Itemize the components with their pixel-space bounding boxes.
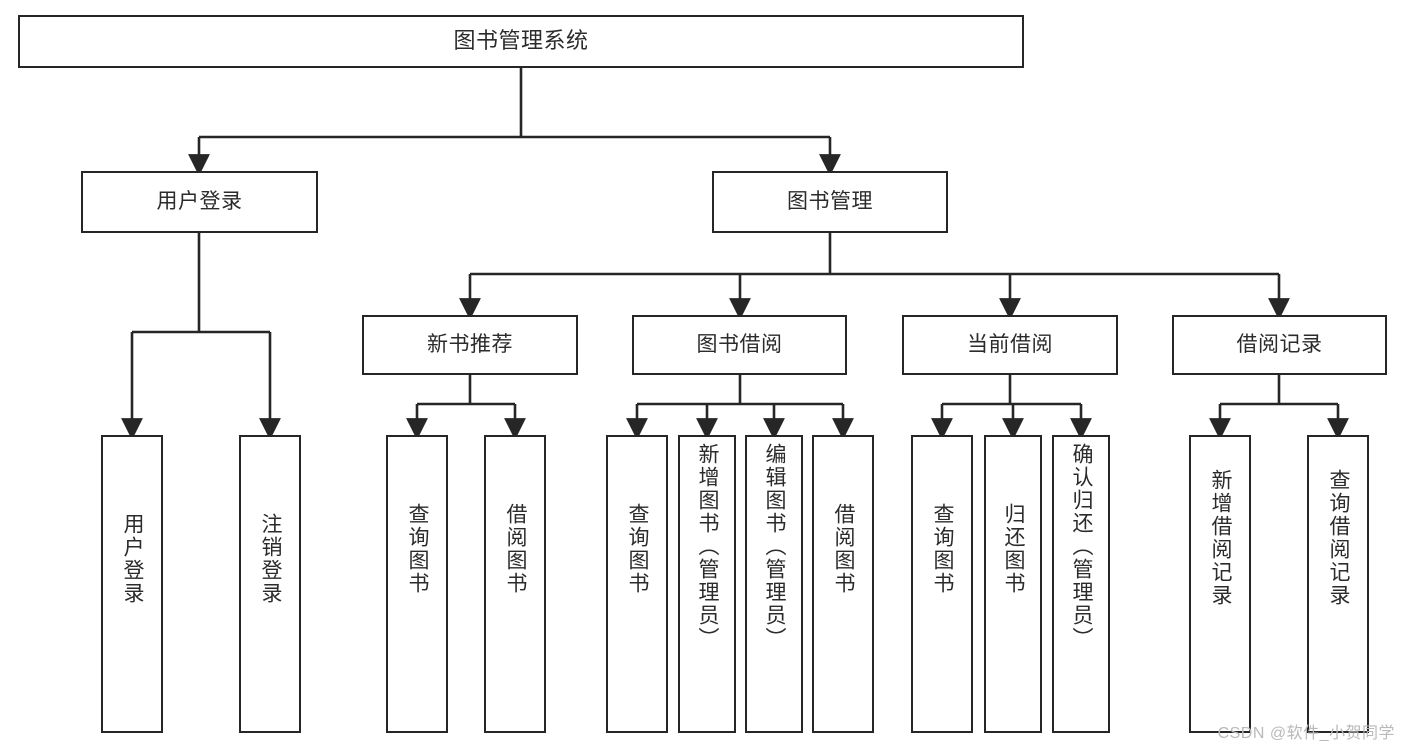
node-leaf-return-book[interactable]: 归还图书 [984,435,1042,733]
node-label: 归还图书 [1002,503,1026,595]
node-label: 查询图书 [406,503,430,595]
edge-currentborrow-to-leaves [931,375,1092,440]
node-label: 当前借阅 [967,333,1053,357]
node-root-system[interactable]: 图书管理系统 [18,15,1024,68]
node-label: 图书管理系统 [453,28,589,54]
node-book-manage[interactable]: 图书管理 [712,171,948,233]
node-leaf-query-borrow-record[interactable]: 查询借阅记录 [1307,435,1369,733]
node-new-book-recommend[interactable]: 新书推荐 [362,315,578,375]
node-leaf-user-logout[interactable]: 注销登录 [239,435,301,733]
node-leaf-borrow-book-borrow[interactable]: 借阅图书 [812,435,874,733]
edge-borrowrecord-to-leaves [1209,375,1349,440]
node-label: 新增图书（管理员） [696,443,720,650]
node-leaf-borrow-book-recommend[interactable]: 借阅图书 [484,435,546,733]
node-label: 借阅图书 [504,503,528,595]
node-borrow-record[interactable]: 借阅记录 [1172,315,1387,375]
node-label: 借阅记录 [1236,333,1323,357]
node-label: 新书推荐 [427,333,513,357]
node-label: 新增借阅记录 [1209,469,1233,607]
csdn-watermark: CSDN @软件_小贺同学 [1217,725,1395,742]
node-leaf-add-borrow-record[interactable]: 新增借阅记录 [1189,435,1251,733]
edge-newbook-to-leaves [406,375,526,440]
node-label: 查询图书 [931,503,955,595]
node-user-login[interactable]: 用户登录 [81,171,318,233]
node-leaf-add-book-admin[interactable]: 新增图书（管理员） [678,435,736,733]
node-label: 用户登录 [156,190,243,214]
node-label: 编辑图书（管理员） [763,443,787,650]
node-leaf-query-book-recommend[interactable]: 查询图书 [386,435,448,733]
edge-bookborrow-to-leaves [626,375,854,440]
node-label: 查询借阅记录 [1327,469,1351,607]
edge-userlogin-to-leaves [121,233,281,440]
node-label: 图书借阅 [696,333,783,357]
node-book-borrow[interactable]: 图书借阅 [632,315,847,375]
node-leaf-user-login[interactable]: 用户登录 [101,435,163,733]
edge-bookmanage-to-level3 [459,233,1290,320]
node-label: 借阅图书 [832,503,856,595]
node-label: 确认归还（管理员） [1070,443,1094,650]
edge-root-to-level2 [188,68,841,176]
node-current-borrow[interactable]: 当前借阅 [902,315,1118,375]
node-label: 查询图书 [626,503,650,595]
node-label: 用户登录 [121,513,145,605]
node-leaf-query-book-current[interactable]: 查询图书 [911,435,973,733]
node-leaf-edit-book-admin[interactable]: 编辑图书（管理员） [745,435,803,733]
node-leaf-query-book-borrow[interactable]: 查询图书 [606,435,668,733]
node-label: 注销登录 [259,513,283,605]
node-label: 图书管理 [787,190,873,214]
node-leaf-confirm-return-admin[interactable]: 确认归还（管理员） [1052,435,1110,733]
